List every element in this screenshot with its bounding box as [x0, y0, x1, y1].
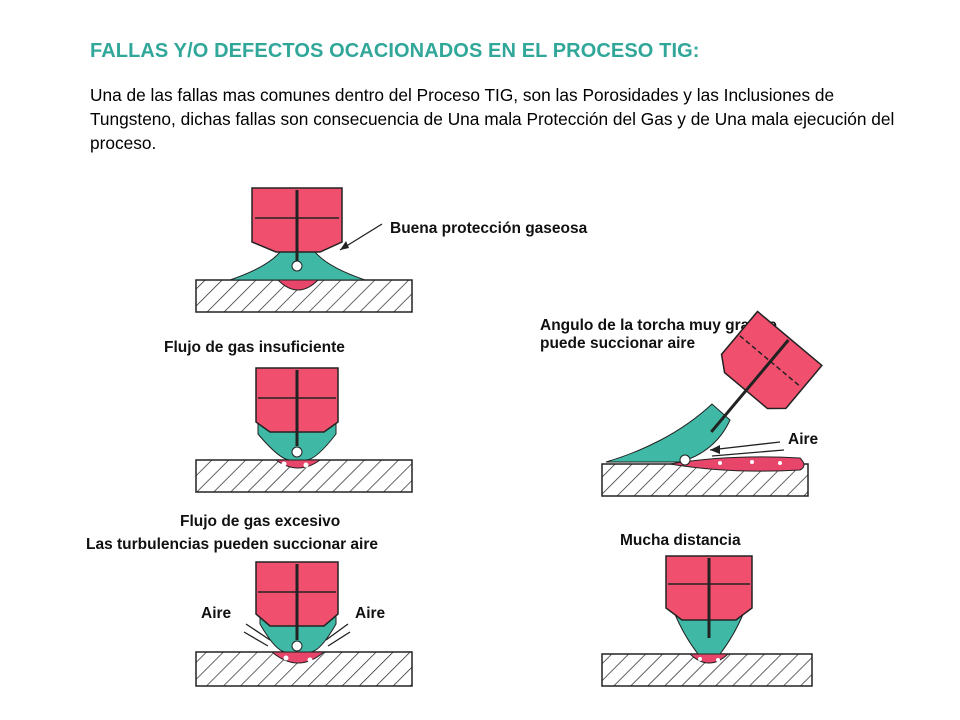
tig-defects-figure: Buena protección gaseosa Flujo de gas in…	[80, 184, 900, 704]
air-arrows-left	[243, 623, 271, 647]
air-arrows	[709, 441, 785, 457]
panel-long-distance: Mucha distancia	[601, 532, 813, 687]
air-arrows-right	[325, 623, 351, 647]
label-turbulence: Las turbulencias pueden succionar aire	[86, 536, 378, 553]
tungsten-electrode	[710, 339, 790, 433]
label-air-angle: Aire	[788, 431, 819, 448]
label-good-protection: Buena protección gaseosa	[390, 220, 588, 237]
weld-pool	[276, 279, 320, 291]
label-insufficient-flow: Flujo de gas insuficiente	[164, 339, 345, 356]
weld-pool	[274, 459, 322, 469]
label-torch-angle-2: puede succionar aire	[540, 335, 695, 352]
label-air-right: Aire	[355, 605, 386, 622]
shielding-gas	[605, 403, 731, 463]
label-air-left: Aire	[201, 605, 232, 622]
panel-excessive-flow: Flujo de gas excesivo Las turbulencias p…	[86, 513, 413, 687]
weld-bead	[669, 456, 805, 472]
label-long-distance: Mucha distancia	[620, 532, 741, 549]
panel-insufficient-flow: Flujo de gas insuficiente	[164, 339, 413, 493]
panel-torch-angle: Angulo de la torcha muy grande puede suc…	[540, 310, 823, 497]
tig-defects-illustration: Buena protección gaseosa Flujo de gas in…	[86, 187, 823, 687]
slide-body-text: Una de las fallas mas comunes dentro del…	[90, 85, 895, 153]
label-torch-angle-1: Angulo de la torcha muy grande	[540, 317, 777, 334]
label-excessive-flow: Flujo de gas excesivo	[180, 513, 340, 530]
panel-good-protection: Buena protección gaseosa	[195, 187, 588, 313]
slide-title: FALLAS Y/O DEFECTOS OCACIONADOS EN EL PR…	[90, 40, 700, 62]
